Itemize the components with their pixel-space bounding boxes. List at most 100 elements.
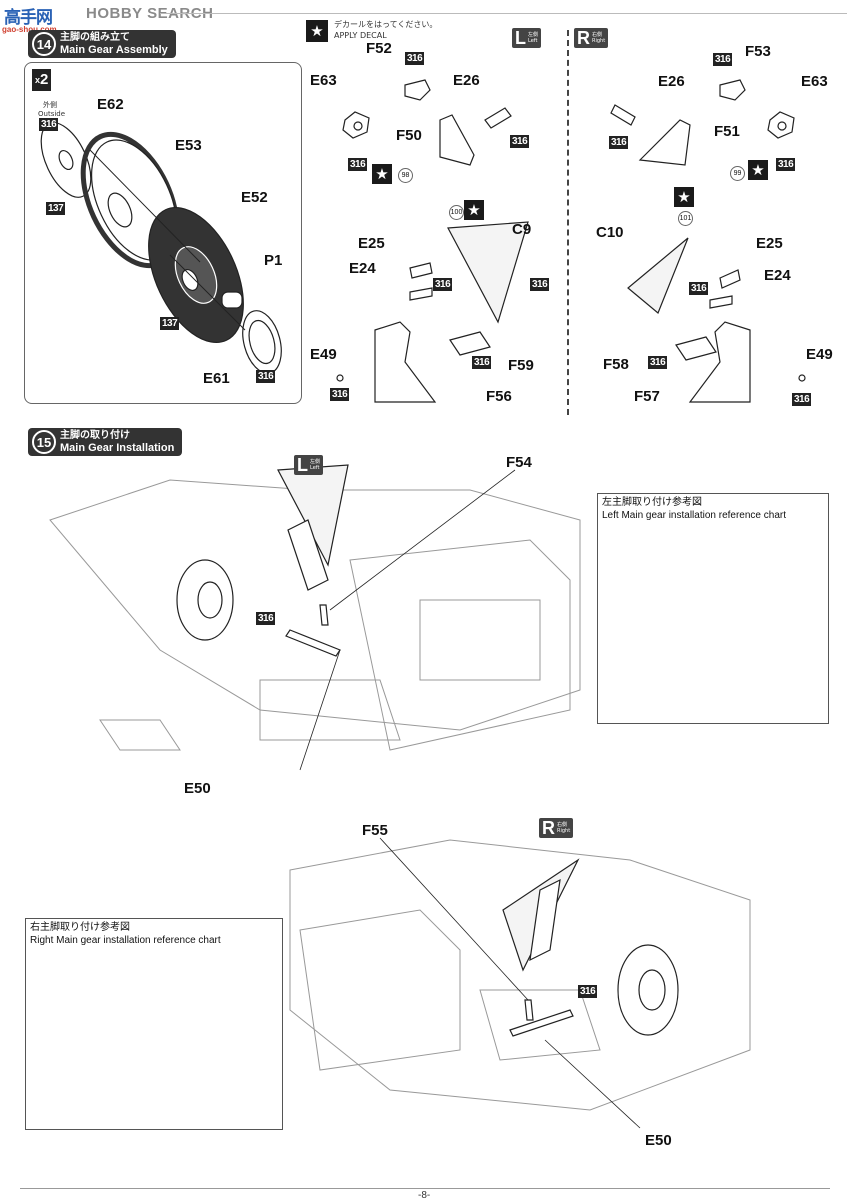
step14-header: 14 主脚の組み立て Main Gear Assembly <box>28 30 176 58</box>
label-e61: E61 <box>203 370 230 387</box>
label-c10: C10 <box>596 224 624 241</box>
label-f57: F57 <box>634 388 660 405</box>
label-p1: P1 <box>264 252 283 269</box>
decal-legend-en: APPLY DECAL <box>334 31 387 40</box>
part-e63 <box>342 111 370 139</box>
label-e63: E63 <box>310 72 337 89</box>
right-en: Right <box>592 38 606 44</box>
paint-code-badge: 316 <box>256 370 276 383</box>
label-f52: F52 <box>366 40 392 57</box>
top-rule <box>160 13 847 14</box>
label-e53: E53 <box>175 137 202 154</box>
label-e52: E52 <box>241 189 268 206</box>
star-decal-icon: ★ <box>464 200 484 220</box>
watermark-sub: gao-shou.com <box>2 25 57 34</box>
part-e49 <box>336 374 344 382</box>
label-f55: F55 <box>362 822 388 839</box>
label-e24: E24 <box>349 260 376 277</box>
part-f52 <box>404 79 431 101</box>
paint-code-badge: 316 <box>776 158 796 171</box>
paint-code-badge: 316 <box>530 278 550 291</box>
part-e50-left <box>285 629 341 657</box>
right-wheel-installed <box>617 944 679 1036</box>
left-letter: L <box>297 454 308 475</box>
paint-code-badge: 316 <box>609 136 629 149</box>
step14-number: 14 <box>32 32 56 56</box>
label-f58: F58 <box>603 356 629 373</box>
decal-number: 101 <box>678 211 693 226</box>
paint-code-badge: 316 <box>39 118 59 131</box>
label-e25-right: E25 <box>756 235 783 252</box>
paint-code-badge: 316 <box>792 393 812 406</box>
part-f56 <box>449 331 491 356</box>
label-f50: F50 <box>396 127 422 144</box>
part-c9 <box>447 221 529 324</box>
decal-number: 99 <box>730 166 745 181</box>
outside-en: Outside <box>38 110 66 118</box>
part-e24-right <box>709 295 733 309</box>
star-decal-icon: ★ <box>306 20 328 42</box>
label-e50-right: E50 <box>645 1132 672 1149</box>
decal-legend-jp: デカールをはってください。 <box>334 20 438 29</box>
part-e50-right <box>509 1009 574 1037</box>
part-f55 <box>524 999 534 1021</box>
label-e62: E62 <box>97 96 124 113</box>
decal-number: 100 <box>449 205 464 220</box>
paint-code-badge: 316 <box>330 388 350 401</box>
paint-code-badge: 316 <box>648 356 668 369</box>
hub-outer-e61 <box>242 310 282 374</box>
part-f50 <box>439 114 475 166</box>
left-letter: L <box>515 27 526 48</box>
label-e26-right: E26 <box>658 73 685 90</box>
paint-code-badge: 316 <box>405 52 425 65</box>
outside-jp: 外側 <box>43 101 57 109</box>
left-gear-leg <box>374 321 437 403</box>
label-e63-right: E63 <box>801 73 828 90</box>
paint-code-badge: 316 <box>256 612 276 625</box>
part-e49-right <box>798 374 806 382</box>
left-jp: 左側 <box>310 459 321 465</box>
step15-title-en: Main Gear Installation <box>60 442 175 454</box>
right-letter: R <box>542 817 555 838</box>
watermark-text: HOBBY SEARCH <box>86 5 214 22</box>
label-f56: F56 <box>486 388 512 405</box>
star-decal-icon: ★ <box>674 187 694 207</box>
star-decal-icon: ★ <box>372 164 392 184</box>
right-en: Right <box>557 828 571 834</box>
watermark-logo: 高手网 <box>4 8 53 28</box>
part-e25 <box>409 262 433 279</box>
step15-header: 15 主脚の取り付け Main Gear Installation <box>28 428 183 456</box>
left-reference-chart: 左主脚取り付け参考図 Left Main gear installation r… <box>597 493 829 724</box>
part-f57 <box>675 336 717 361</box>
part-f54 <box>319 604 329 626</box>
star-decal-icon: ★ <box>748 160 768 180</box>
step14-title-jp: 主脚の組み立て <box>60 32 130 43</box>
part-e26 <box>484 107 512 129</box>
left-en: Left <box>310 465 320 471</box>
left-jp: 左側 <box>528 32 539 38</box>
left-ref-title-jp: 左主脚取り付け参考図 <box>602 497 702 508</box>
right-jp: 右側 <box>557 822 568 828</box>
label-c9: C9 <box>512 221 532 238</box>
right-letter: R <box>577 27 590 48</box>
right-gear-leg <box>688 321 751 403</box>
decal-number: 98 <box>398 168 413 183</box>
paint-code-badge: 137 <box>46 202 66 215</box>
part-e25-right <box>719 269 741 289</box>
label-f51: F51 <box>714 123 740 140</box>
paint-code-badge: 316 <box>472 356 492 369</box>
label-e24-right: E24 <box>764 267 791 284</box>
part-p1 <box>221 291 243 309</box>
label-e26: E26 <box>453 72 480 89</box>
label-f59: F59 <box>508 357 534 374</box>
right-ref-title-jp: 右主脚取り付け参考図 <box>30 922 130 933</box>
part-f51 <box>638 119 691 166</box>
part-f53 <box>719 79 746 101</box>
footer-rule <box>20 1188 830 1189</box>
right-jp: 右側 <box>592 32 603 38</box>
